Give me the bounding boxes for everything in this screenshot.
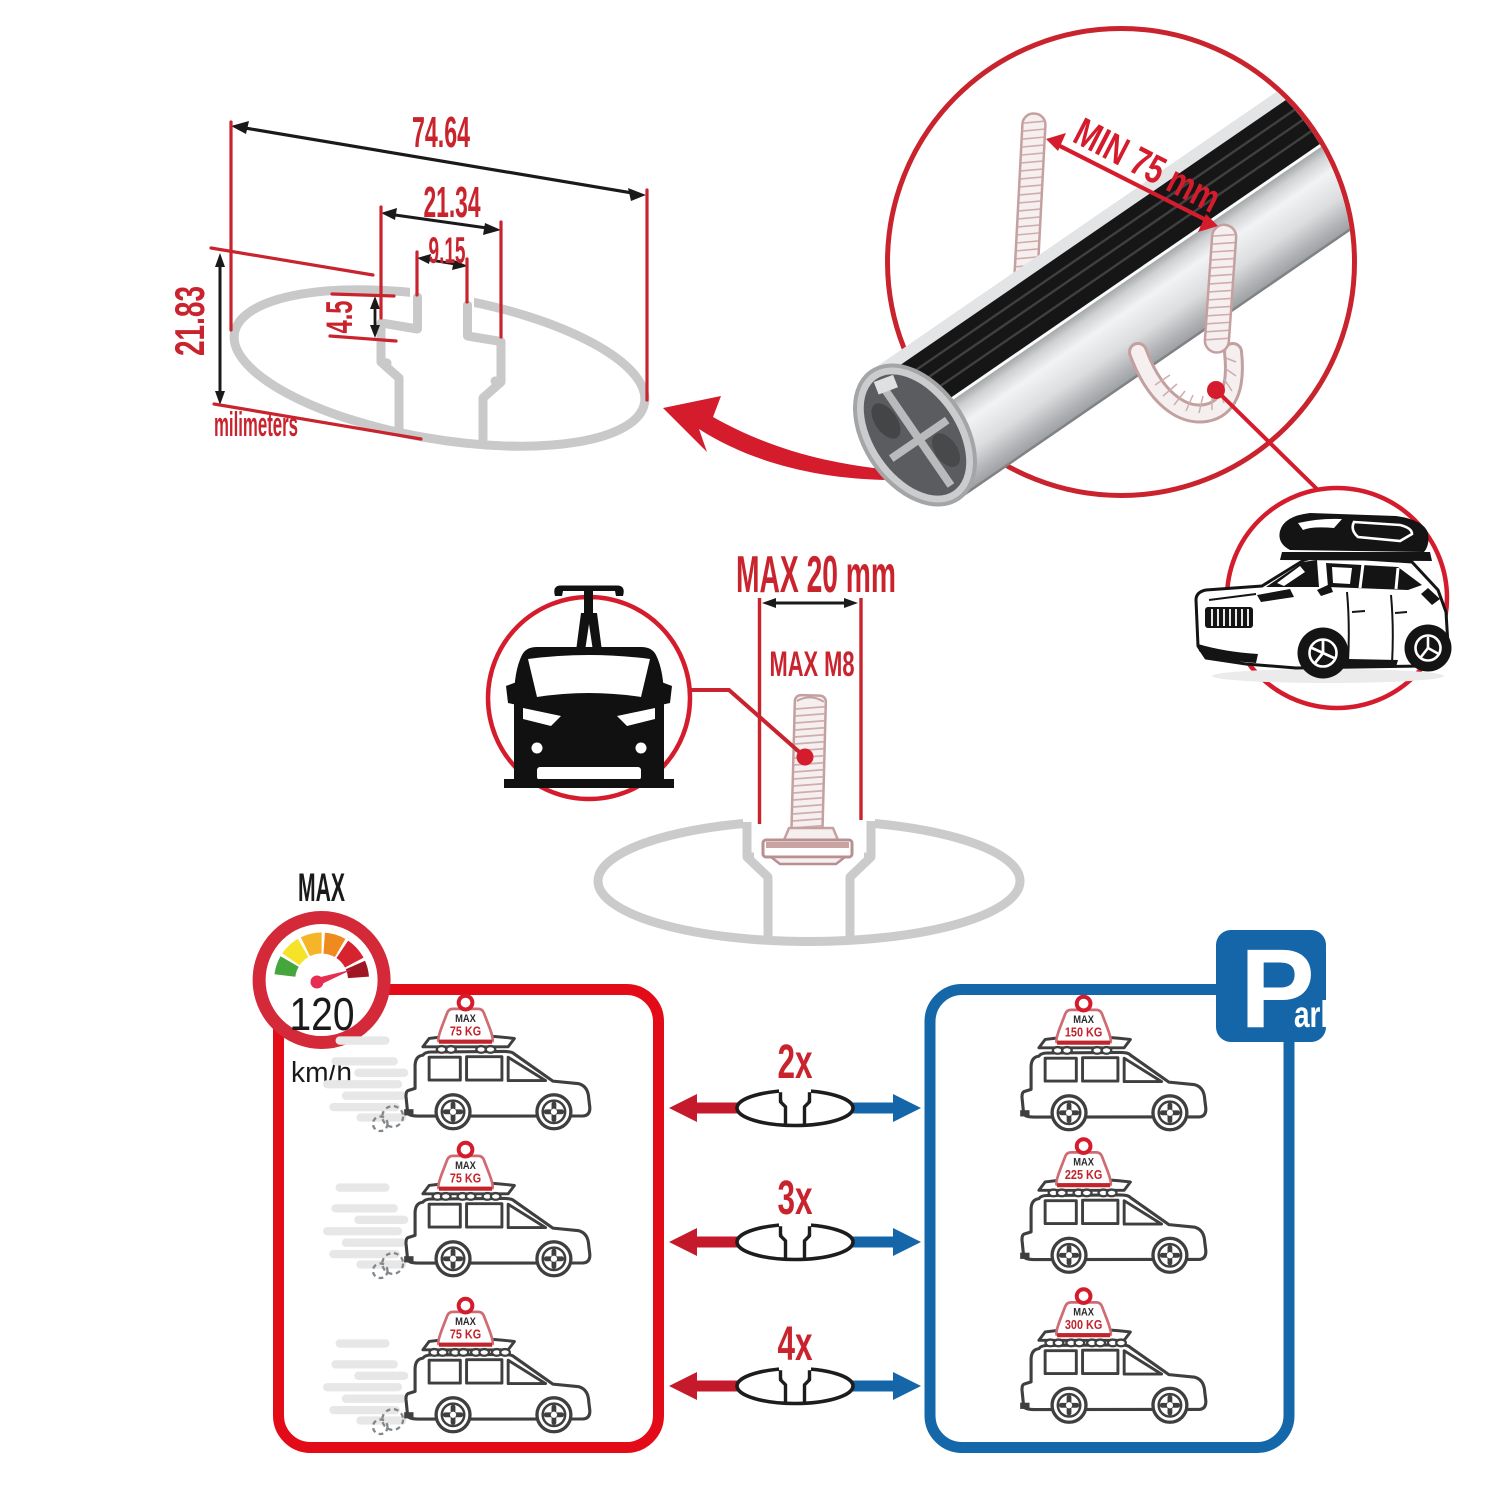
svg-text:MAX 20 mm: MAX 20 mm — [736, 546, 896, 604]
svg-text:MAX: MAX — [298, 866, 345, 910]
svg-text:ark: ark — [1294, 994, 1336, 1035]
svg-text:150 KG: 150 KG — [1065, 1024, 1102, 1039]
svg-text:3x: 3x — [778, 1172, 813, 1225]
svg-text:225 KG: 225 KG — [1065, 1167, 1102, 1182]
svg-text:MAX M8: MAX M8 — [770, 645, 855, 684]
svg-text:4.5: 4.5 — [319, 301, 360, 334]
svg-text:P: P — [1240, 926, 1315, 1051]
svg-text:MAX: MAX — [1073, 1306, 1094, 1318]
svg-text:120: 120 — [290, 988, 355, 1040]
svg-text:MAX: MAX — [1073, 1014, 1094, 1026]
svg-text:21.34: 21.34 — [424, 178, 481, 227]
svg-text:2x: 2x — [778, 1036, 813, 1089]
svg-text:21.83: 21.83 — [166, 286, 213, 356]
svg-text:75 KG: 75 KG — [450, 1326, 481, 1341]
svg-text:MAX: MAX — [1073, 1156, 1094, 1168]
svg-text:300 KG: 300 KG — [1065, 1317, 1102, 1332]
svg-text:75 KG: 75 KG — [450, 1170, 481, 1185]
svg-text:MAX: MAX — [455, 1160, 476, 1172]
svg-text:74.64: 74.64 — [412, 108, 470, 157]
svg-text:MAX: MAX — [455, 1013, 476, 1025]
svg-text:MAX: MAX — [455, 1316, 476, 1328]
svg-text:milimeters: milimeters — [214, 406, 298, 444]
svg-text:75 KG: 75 KG — [450, 1023, 481, 1038]
svg-text:4x: 4x — [778, 1318, 813, 1371]
svg-text:9.15: 9.15 — [429, 230, 466, 271]
